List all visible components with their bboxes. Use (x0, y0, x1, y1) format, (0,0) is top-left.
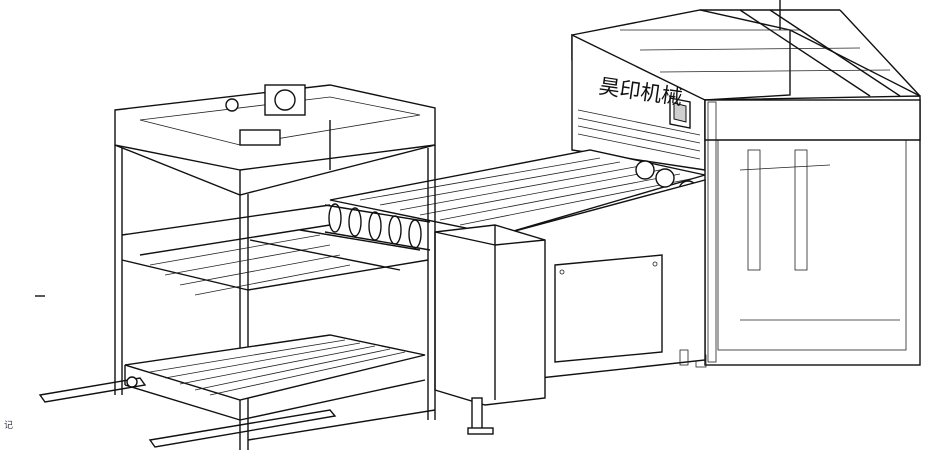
vent-grid (577, 109, 701, 160)
stacker-unit (114, 84, 436, 450)
roller-pallet (124, 334, 436, 441)
access-door (554, 254, 663, 363)
control-cabinet (434, 224, 546, 435)
side-note: 记 (4, 420, 13, 431)
feeder-unit: 昊印机械 (571, 0, 921, 368)
stacker-forks (121, 204, 429, 296)
floor-rails (38, 377, 337, 448)
drive-motor (225, 84, 306, 146)
conveyor (324, 149, 706, 251)
feed-rollers (324, 203, 431, 251)
